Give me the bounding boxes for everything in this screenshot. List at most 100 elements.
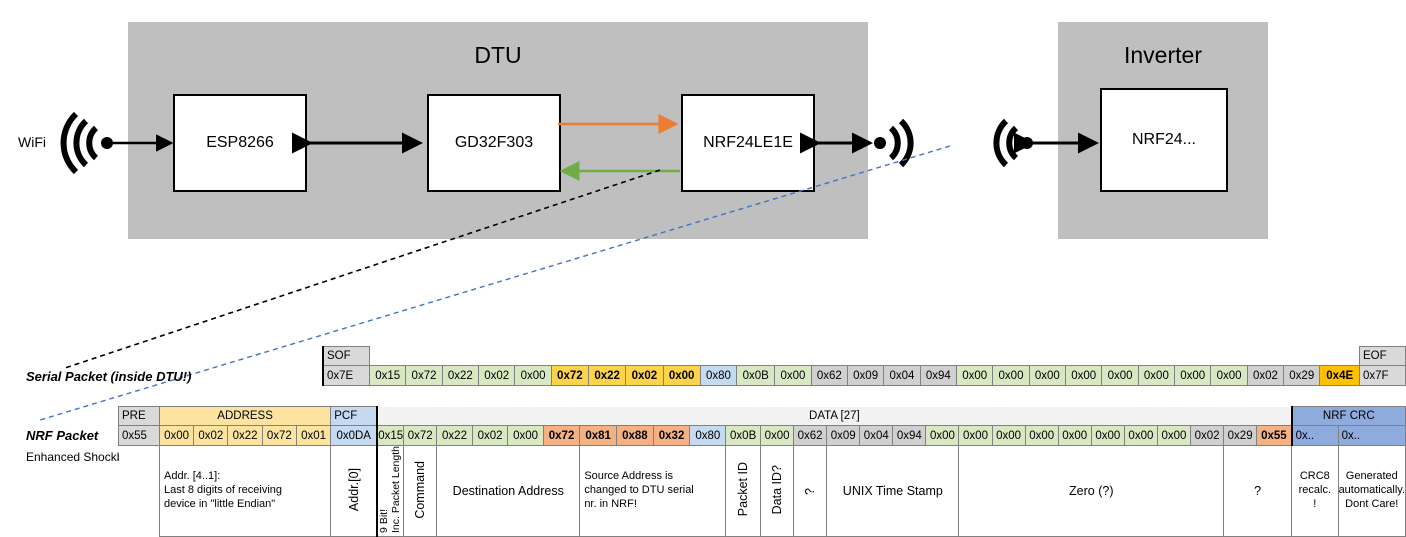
nrf-byte: 0x80: [689, 425, 727, 446]
desc-unix: UNIX Time Stamp: [826, 445, 960, 537]
serial-byte: 0x72: [405, 365, 443, 386]
dtu-radio-antenna-icon: [874, 118, 914, 168]
nrf-bytes-row: 0x55 0x00 0x02 0x22 0x72 0x01 0x0DA 0x15…: [118, 425, 1406, 446]
crc-byte: 0x..: [1337, 425, 1406, 446]
crc-byte: 0x..: [1290, 425, 1339, 446]
nrf-group-row: PRE ADDRESS PCF DATA [27] NRF CRC: [118, 406, 1406, 426]
chip-nrf24le1e: NRF24LE1E: [681, 94, 815, 192]
nrf-byte: 0x00: [759, 425, 795, 446]
nrf-byte: 0x0B: [725, 425, 761, 446]
wifi-label: WiFi: [18, 134, 46, 150]
serial-byte: 0x00: [955, 365, 994, 386]
serial-byte: 0x72: [550, 365, 589, 386]
serial-header-row: SOF EOF: [322, 346, 1406, 366]
chip-gd32f303: GD32F303: [427, 94, 561, 192]
serial-byte: 0x00: [662, 365, 701, 386]
serial-packet-label: Serial Packet (inside DTU!): [26, 369, 192, 384]
chip-esp8266-label: ESP8266: [206, 134, 274, 151]
nrf-byte: 0x00: [991, 425, 1026, 446]
serial-byte: 0x00: [1065, 365, 1103, 386]
serial-byte: 0x15: [368, 365, 407, 386]
desc-addr0: Addr.[0]: [330, 445, 378, 537]
address-byte: 0x02: [193, 425, 229, 446]
nrf-byte: 0x00: [1057, 425, 1092, 446]
dtu-title: DTU: [474, 42, 522, 68]
desc-destination: Destination Address: [436, 445, 581, 537]
serial-byte: 0x22: [441, 365, 480, 386]
nrf-byte: 0x00: [1123, 425, 1158, 446]
nrf-byte: 0x02: [471, 425, 509, 446]
group-pcf: PCF: [330, 406, 378, 426]
nrf-packet-table: PRE ADDRESS PCF DATA [27] NRF CRC 0x55 0…: [118, 406, 1406, 537]
inverter-title: Inverter: [1124, 42, 1202, 68]
eof-value: 0x7F: [1359, 365, 1406, 386]
wifi-antenna-icon: [60, 111, 113, 175]
nrf-byte: 0x00: [958, 425, 993, 446]
serial-byte: 0x00: [1137, 365, 1176, 386]
group-pre: PRE: [118, 406, 160, 426]
nrf-byte: 0x00: [1156, 425, 1192, 446]
pre-value: 0x55: [118, 425, 160, 446]
nrf-byte: 0x72: [542, 425, 581, 446]
desc-question: ?: [1223, 445, 1293, 537]
nrf-byte: 0x32: [652, 425, 691, 446]
desc-zero: Zero (?): [958, 445, 1225, 537]
nrf-byte: 0x62: [793, 425, 828, 446]
nrf-byte: 0x72: [403, 425, 438, 446]
serial-byte: 0x02: [1246, 365, 1285, 386]
nrf-byte: 0x55: [1256, 425, 1293, 446]
shockburst-label: Enhanced Shockburst: [26, 450, 144, 464]
nrf-byte: 0x00: [507, 425, 544, 446]
address-byte: 0x00: [158, 425, 195, 446]
serial-byte: 0x00: [1210, 365, 1248, 386]
desc-tilde: ?: [793, 445, 828, 537]
nrf-byte: 0x81: [579, 425, 618, 446]
serial-byte: 0x22: [587, 365, 627, 386]
serial-byte: 0x09: [846, 365, 885, 386]
serial-bytes-row: 0x7E 0x15 0x72 0x22 0x02 0x00 0x72 0x22 …: [322, 365, 1406, 386]
serial-byte: 0x02: [625, 365, 664, 386]
nrf-packet-label: NRF Packet: [26, 428, 99, 443]
desc-command: Command: [403, 445, 438, 537]
nrf-byte: 0x29: [1223, 425, 1258, 446]
serial-byte: 0x00: [1028, 365, 1067, 386]
serial-byte: 0x00: [774, 365, 812, 386]
nrf-byte: 0x02: [1190, 425, 1225, 446]
address-byte: 0x72: [261, 425, 297, 446]
serial-packet-table: SOF EOF 0x7E 0x15 0x72 0x22 0x02 0x00 0x…: [322, 346, 1406, 386]
chip-gd32f303-label: GD32F303: [454, 134, 534, 151]
serial-byte: 0x80: [699, 365, 738, 386]
serial-byte: 0x00: [1101, 365, 1139, 386]
serial-byte: 0x02: [478, 365, 516, 386]
serial-byte: 0x4E: [1319, 365, 1360, 386]
desc-packet-id: Packet ID: [725, 445, 761, 537]
nrf-byte: 0x88: [616, 425, 654, 446]
serial-byte: 0x00: [992, 365, 1030, 386]
address-byte: 0x22: [227, 425, 263, 446]
sof-header: SOF: [322, 346, 370, 366]
sof-value: 0x7E: [322, 365, 370, 386]
chip-esp8266: ESP8266: [173, 94, 307, 192]
serial-byte: 0x00: [514, 365, 552, 386]
nrf-byte: 0x00: [1090, 425, 1125, 446]
nrf-byte: 0x94: [892, 425, 927, 446]
nrf-byte: 0x22: [436, 425, 473, 446]
serial-byte: 0x29: [1283, 365, 1321, 386]
inverter-enclosure: Inverter: [1058, 22, 1268, 239]
chip-nrf24le1e-label: NRF24LE1E: [703, 134, 793, 151]
pcf-value: 0x0DA: [330, 425, 378, 446]
group-crc: NRF CRC: [1290, 406, 1406, 426]
nrf-byte: 0x00: [1024, 425, 1059, 446]
inverter-radio-antenna-icon: [993, 118, 1033, 168]
group-data: DATA [27]: [376, 406, 1292, 426]
nrf-byte: 0x00: [925, 425, 960, 446]
address-byte: 0x01: [295, 425, 332, 446]
eof-header: EOF: [1359, 346, 1406, 366]
chip-nrf24-label: NRF24...: [1131, 131, 1196, 148]
nrf-byte: 0x15: [376, 425, 405, 446]
serial-byte: 0x0B: [736, 365, 776, 386]
serial-byte: 0x00: [1174, 365, 1212, 386]
chip-nrf24: NRF24...: [1100, 88, 1228, 192]
